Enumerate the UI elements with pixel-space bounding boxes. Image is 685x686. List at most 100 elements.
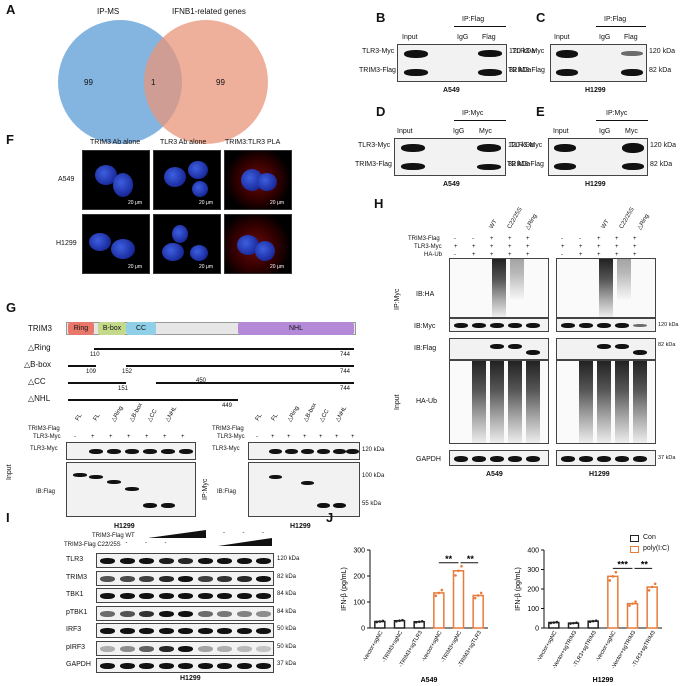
ub-sign: - (454, 252, 456, 258)
bar (452, 570, 465, 629)
data-point (434, 594, 438, 598)
bar (472, 594, 484, 629)
titration-blot (96, 588, 274, 603)
venn-left-label: IP-MS (97, 7, 120, 16)
ub-h1299-haub (556, 360, 656, 444)
data-point (552, 621, 556, 624)
data-point (608, 579, 612, 582)
c22-titration-wedge (218, 538, 272, 546)
ub-sign: + (615, 244, 619, 250)
ub-a549-myc (449, 318, 549, 332)
domain-bbox: B-box (98, 322, 126, 335)
panel-label-a: A (6, 2, 16, 17)
x-tick-label: -TRIM3+sgNC (381, 630, 404, 664)
panel-label-b: B (376, 10, 386, 25)
venn-right-circle (144, 20, 268, 144)
ub-sign: + (561, 244, 565, 250)
venn-right-label: IFNB1-related genes (172, 7, 246, 16)
ub-sign: + (633, 252, 637, 258)
data-point (588, 620, 592, 624)
data-point (420, 619, 424, 623)
domain-nhl: NHL (238, 322, 354, 335)
titration-blot (96, 605, 274, 621)
x-tick-label: -TRIM3+sgNC (440, 630, 463, 664)
data-point (628, 604, 631, 607)
titration-minus: - (242, 530, 245, 536)
g-ip-flag-blot (248, 462, 360, 517)
y-axis-label: IFN-β (pg/mL) (515, 567, 522, 611)
pla-h1299-pla (224, 214, 292, 274)
pla-a549-tlr3 (153, 150, 221, 210)
venn-overlap-count: 1 (151, 78, 156, 87)
titration-kda: 84 kDa (277, 591, 297, 597)
data-point (594, 619, 598, 622)
ub-a549-haub (449, 360, 549, 444)
data-point (395, 620, 398, 623)
titration-blot (96, 640, 274, 656)
ub-sign: + (579, 252, 583, 258)
g-input-tlr3-blot (66, 442, 196, 460)
data-point (549, 621, 553, 625)
b-row-trim3: TRIM3-Flag (359, 67, 396, 74)
x-axis-label: H1299 (593, 677, 614, 684)
sig-label: ** (445, 554, 453, 564)
e-blot (548, 138, 648, 176)
legend-con-label: Con (643, 534, 656, 541)
data-point (634, 600, 637, 603)
y-tick-label: 0 (535, 626, 539, 633)
data-point (454, 574, 457, 577)
data-point (647, 589, 651, 592)
y-tick-label: 200 (527, 587, 539, 594)
ub-sign: + (508, 244, 512, 250)
titration-kda: 50 kDa (277, 643, 297, 650)
y-tick-label: 400 (527, 548, 539, 555)
data-point (401, 618, 404, 622)
titration-blot (96, 553, 274, 568)
panel-label-g: G (6, 300, 17, 315)
bar (433, 592, 445, 629)
titration-kda: 82 kDa (277, 573, 297, 580)
panel-label-j: J (326, 510, 334, 525)
data-point (479, 591, 483, 595)
ub-h1299-gapdh (556, 450, 656, 466)
b-cell-line: A549 (443, 87, 460, 94)
g-input-flag-blot (66, 462, 196, 517)
domain-protein-label: TRIM3 (28, 324, 52, 333)
wt-titration-wedge (148, 530, 206, 538)
y-tick-label: 0 (361, 626, 365, 633)
titration-row-label: GAPDH (66, 661, 91, 668)
y-tick-label: 200 (353, 574, 365, 581)
ub-sign: + (490, 252, 494, 258)
sig-label: ** (641, 559, 649, 569)
data-point (575, 621, 578, 625)
ub-h1299-myc (556, 318, 656, 332)
ub-sign: + (508, 236, 512, 242)
titration-kda: 84 kDa (277, 608, 297, 615)
titration-minus: - (262, 530, 264, 536)
data-point (417, 620, 421, 624)
legend-poly-label: poly(I:C) (643, 545, 670, 552)
x-tick-label: -Vector+sgNC (421, 630, 443, 663)
titration-row-label: TRIM3 (66, 573, 87, 581)
data-point (631, 602, 634, 605)
titration-kda: 50 kDa (277, 626, 297, 632)
ub-sign: + (490, 236, 494, 242)
venn-right-count: 99 (216, 78, 225, 87)
data-point (375, 620, 379, 624)
panel-label-i: I (6, 510, 10, 525)
pla-a549-trim3 (82, 150, 150, 210)
ub-sign: - (561, 236, 563, 242)
titration-kda: 120 kDa (277, 556, 300, 562)
titration-row-label: TBK1 (66, 591, 84, 598)
ub-a549-flag (449, 338, 549, 360)
data-point (555, 620, 559, 624)
data-point (473, 596, 477, 600)
y-axis-label: IFN-β (pg/mL) (341, 567, 348, 611)
data-point (591, 619, 595, 623)
ub-sign: + (615, 252, 619, 258)
ub-sign: + (597, 244, 601, 250)
ub-h1299-flag (556, 338, 656, 360)
ub-sign: + (597, 252, 601, 258)
pla-h1299-tlr3 (153, 214, 221, 274)
